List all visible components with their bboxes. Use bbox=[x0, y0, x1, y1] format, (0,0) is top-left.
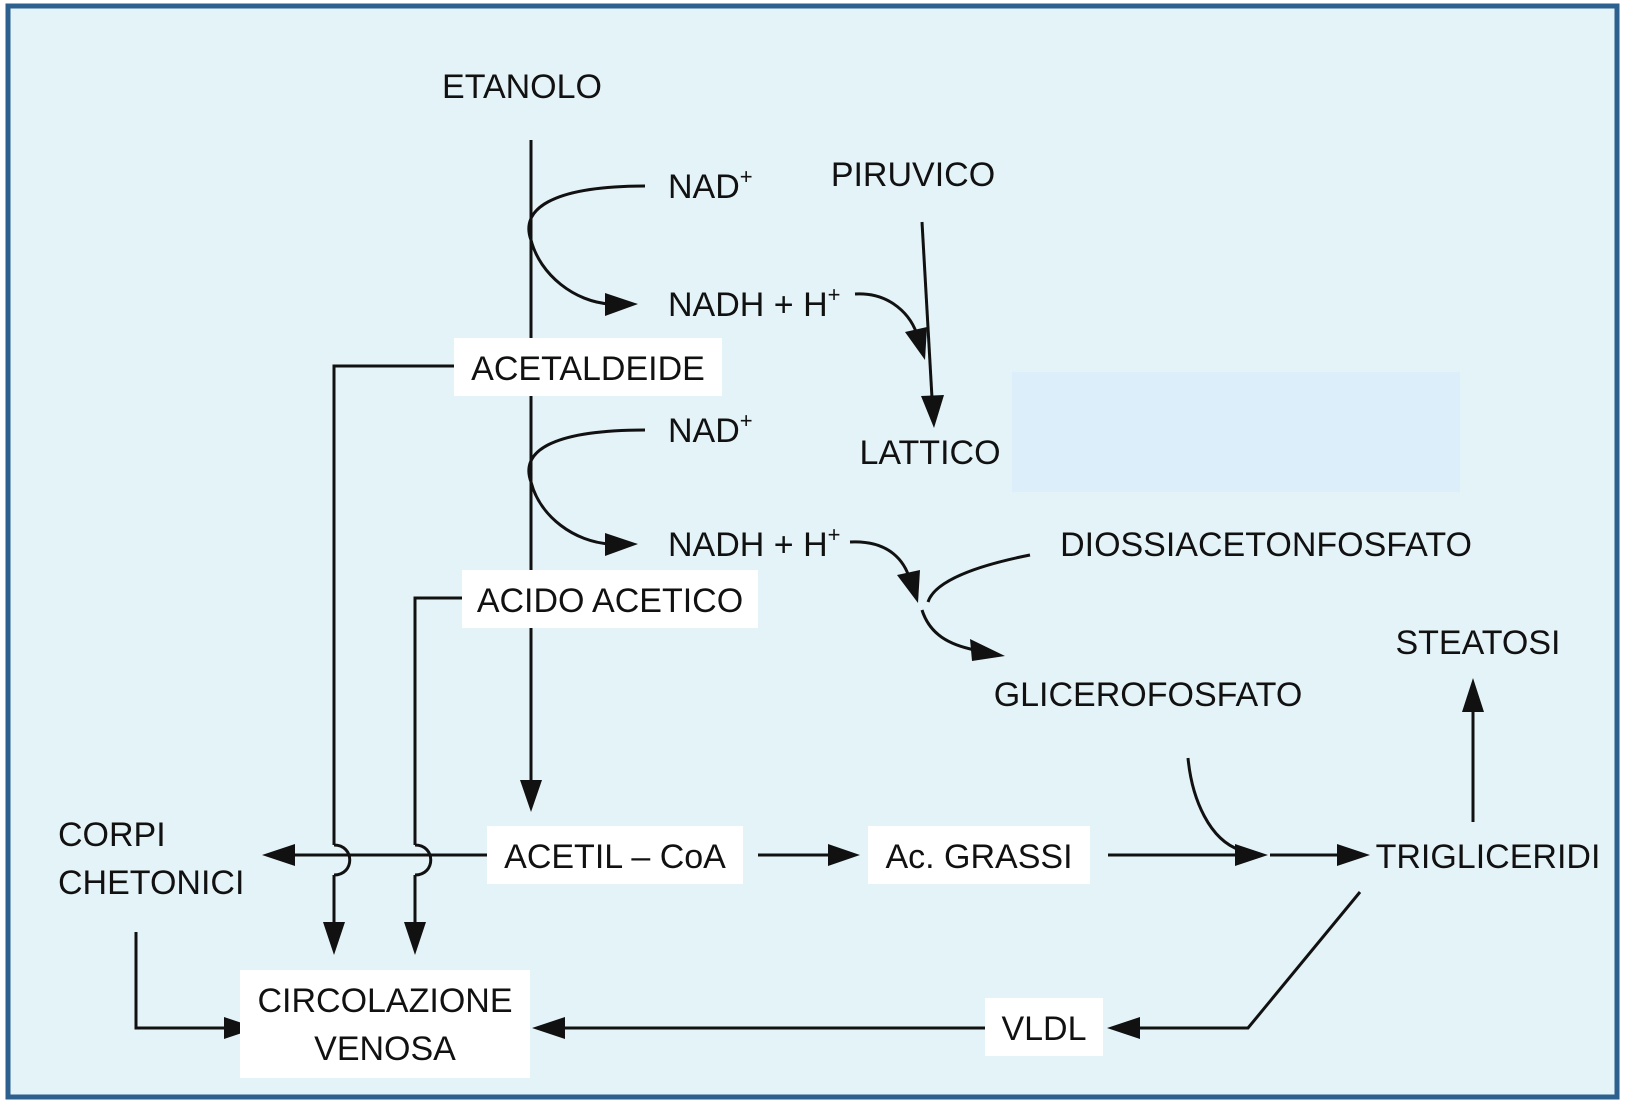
connectors bbox=[134, 140, 1484, 1039]
arrow-vldl-to-circolazione bbox=[532, 1017, 565, 1039]
arrow-to-lattico bbox=[921, 395, 944, 428]
arrow-to-glicerofosfato bbox=[970, 639, 1005, 661]
acido-acetico-label: ACIDO ACETICO bbox=[477, 582, 743, 620]
hop-acido-acetico bbox=[414, 843, 433, 877]
arrow-acetaldeide-to-circolazione bbox=[323, 922, 345, 955]
arrow-to-vldl bbox=[1107, 1017, 1140, 1039]
nad-curve-1 bbox=[527, 184, 646, 306]
nadh-2-label: NADH + H+ bbox=[668, 522, 841, 564]
circolazione-line-2: VENOSA bbox=[314, 1030, 456, 1068]
vldl-label: VLDL bbox=[1001, 1010, 1086, 1048]
labels: ETANOLO NAD+ PIRUVICO NADH + H+ ACETALDE… bbox=[58, 68, 1600, 1068]
glicerofosfato-label: GLICEROFOSFATO bbox=[994, 676, 1303, 714]
piruvico-label: PIRUVICO bbox=[831, 156, 995, 194]
node-boxes bbox=[240, 338, 1103, 1078]
diossiacetonfosfato-label: DIOSSIACETONFOSFATO bbox=[1060, 526, 1472, 564]
arrow-acido-acetico-to-circolazione bbox=[404, 922, 426, 955]
to-glicerofosfato-curve bbox=[920, 609, 976, 652]
ac-grassi-label: Ac. GRASSI bbox=[885, 838, 1072, 876]
acetaldeide-box bbox=[454, 338, 722, 396]
circolazione-box bbox=[240, 970, 530, 1078]
circolazione-line-1: CIRCOLAZIONE bbox=[257, 982, 512, 1020]
hop-acetaldeide bbox=[333, 843, 352, 877]
arrow-to-chetonici bbox=[262, 844, 295, 866]
corpi-chetonici-line-1: CORPI bbox=[58, 816, 166, 854]
nadh-1-label: NADH + H+ bbox=[668, 282, 841, 324]
lattico-label: LATTICO bbox=[859, 434, 1000, 472]
nad-curve-2 bbox=[527, 428, 646, 546]
steatosi-label: STEATOSI bbox=[1395, 624, 1560, 662]
acido-acetico-box bbox=[462, 570, 758, 628]
blank-patch bbox=[1012, 372, 1460, 492]
piruvico-to-lattico-line bbox=[920, 221, 934, 399]
arrow-to-grassi bbox=[828, 844, 860, 866]
nad-2-label: NAD+ bbox=[668, 408, 753, 450]
trigliceridi-label: TRIGLICERIDI bbox=[1376, 838, 1601, 876]
acetil-coa-box bbox=[487, 826, 743, 884]
acido-acetico-branch bbox=[413, 596, 462, 845]
vldl-box bbox=[985, 998, 1103, 1056]
diossiacetonfosfato-curve bbox=[926, 553, 1031, 603]
nad-1-label: NAD+ bbox=[668, 164, 753, 206]
corpi-chetonici-line-2: CHETONICI bbox=[58, 864, 244, 902]
arrow-to-acetil-coa bbox=[520, 780, 542, 812]
etanolo-label: ETANOLO bbox=[442, 68, 602, 106]
arrow-nadh-2-merge bbox=[897, 570, 920, 603]
acetaldeide-label: ACETALDEIDE bbox=[471, 350, 705, 388]
arrow-nadh-1-merge bbox=[905, 327, 927, 360]
arrow-grassi-merge bbox=[1235, 844, 1268, 866]
glicerofosfato-curve bbox=[1186, 757, 1241, 852]
arrow-to-nadh-1 bbox=[605, 293, 638, 316]
acetil-coa-label: ACETIL – CoA bbox=[504, 838, 726, 876]
ac-grassi-box bbox=[868, 826, 1090, 884]
diagram-frame bbox=[5, 3, 1620, 1100]
arrow-to-steatosi bbox=[1462, 678, 1484, 712]
chetonici-to-circolazione-line bbox=[134, 932, 230, 1030]
arrow-to-trigliceridi bbox=[1337, 844, 1370, 866]
acetaldeide-branch bbox=[332, 364, 455, 845]
arrow-to-nadh-2 bbox=[605, 533, 638, 556]
trigliceridi-to-vldl-line bbox=[1135, 891, 1362, 1030]
